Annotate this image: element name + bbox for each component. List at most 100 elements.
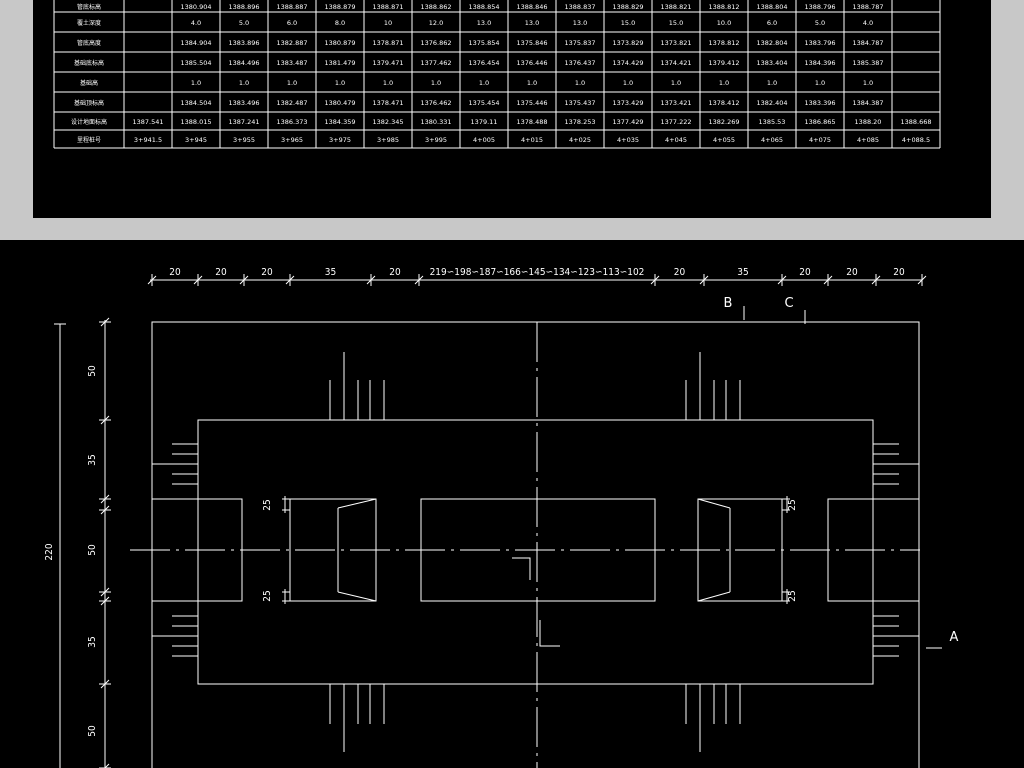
table-cell: 4+065 <box>761 136 783 144</box>
table-cell: 15.0 <box>621 19 635 27</box>
table-cell: 1379.412 <box>708 59 739 67</box>
table-cell: 4+005 <box>473 136 495 144</box>
table-row-label: 里程桩号 <box>77 136 101 144</box>
table-cell: 1380.879 <box>324 39 355 47</box>
top-dimension-label: 35 <box>325 267 336 278</box>
table-cell: 4+015 <box>521 136 543 144</box>
table-row-label: 设计地面标高 <box>71 118 107 126</box>
left-dimension-label: 25 <box>262 590 273 601</box>
table-cell: 13.0 <box>573 19 587 27</box>
table-row-label: 管底标高 <box>77 3 101 11</box>
table-cell: 1380.904 <box>180 3 211 11</box>
table-cell: 1380.331 <box>420 118 451 126</box>
table-cell: 1388.015 <box>180 118 211 126</box>
table-cell: 1375.846 <box>516 39 547 47</box>
left-dimension-label: 35 <box>87 636 98 647</box>
table-cell: 1381.479 <box>324 59 355 67</box>
table-cell: 1384.387 <box>852 99 883 107</box>
table-cell: 5.0 <box>815 19 825 27</box>
table-cell: 4+085 <box>857 136 879 144</box>
table-cell: 1378.412 <box>708 99 739 107</box>
table-cell: 1.0 <box>191 79 201 87</box>
table-cell: 1388.879 <box>324 3 355 11</box>
table-cell: 1388.20 <box>855 118 882 126</box>
table-cell: 1386.865 <box>804 118 835 126</box>
table-cell: 1375.437 <box>564 99 595 107</box>
table-cell: 5.0 <box>239 19 249 27</box>
table-cell: 4+075 <box>809 136 831 144</box>
top-dimension-ticks <box>147 274 927 286</box>
table-cell: 1375.446 <box>516 99 547 107</box>
left-dimension-label: 50 <box>87 365 98 377</box>
table-cell: 1377.222 <box>660 118 691 126</box>
top-dimension-label: 20 <box>893 267 905 278</box>
table-cell: 6.0 <box>287 19 297 27</box>
left-dimension-label: 25 <box>262 499 273 510</box>
table-cell: 1388.668 <box>900 118 931 126</box>
table-cell: 1.0 <box>527 79 537 87</box>
table-cell: 1376.437 <box>564 59 595 67</box>
table-cell: 1388.821 <box>660 3 691 11</box>
table-cell: 1382.269 <box>708 118 739 126</box>
table-cell: 1382.887 <box>276 39 307 47</box>
table-cell: 1375.854 <box>468 39 499 47</box>
table-cell: 1.0 <box>671 79 681 87</box>
table-cell: 1384.496 <box>228 59 259 67</box>
table-row-label: 基础高 <box>80 79 98 87</box>
top-dimension-label: 20 <box>169 267 181 278</box>
table-cell: 1375.454 <box>468 99 499 107</box>
table-cell: 3+975 <box>329 136 351 144</box>
table-cell: 1.0 <box>335 79 345 87</box>
table-cell: 1385.504 <box>180 59 211 67</box>
top-dimension-label: 20 <box>215 267 227 278</box>
table-cell: 1373.421 <box>660 99 691 107</box>
table-cell: 1384.904 <box>180 39 211 47</box>
table-cell: 4+035 <box>617 136 639 144</box>
table-cell: 4+055 <box>713 136 735 144</box>
table-cell: 1385.387 <box>852 59 883 67</box>
table-cell: 1388.804 <box>756 3 787 11</box>
table-cell: 1384.787 <box>852 39 883 47</box>
table-cell: 1386.373 <box>276 118 307 126</box>
table-cell: 1.0 <box>719 79 729 87</box>
table-cell: 1.0 <box>383 79 393 87</box>
table-cell: 3+945 <box>185 136 207 144</box>
table-cell: 1.0 <box>431 79 441 87</box>
table-cell: 1388.846 <box>516 3 547 11</box>
top-dimension-label: 20 <box>799 267 811 278</box>
table-cell: 1387.541 <box>132 118 163 126</box>
table-row-label: 基础底标高 <box>74 59 104 67</box>
overall-height-label: 220 <box>44 543 55 560</box>
table-grid <box>53 0 941 149</box>
table-cell: 1382.804 <box>756 39 787 47</box>
table-cell: 10 <box>384 19 392 27</box>
top-dimension-label: 20 <box>389 267 401 278</box>
table-cell: 1388.896 <box>228 3 259 11</box>
table-cell: 1.0 <box>575 79 585 87</box>
table-cell: 1384.396 <box>804 59 835 67</box>
table-cell: 1378.471 <box>372 99 403 107</box>
table-cell: 10.0 <box>717 19 731 27</box>
table-cell: 1374.421 <box>660 59 691 67</box>
table-cell: 1374.429 <box>612 59 643 67</box>
table-cell: 1.0 <box>479 79 489 87</box>
table-cell: 1.0 <box>287 79 297 87</box>
table-cell: 1378.488 <box>516 118 547 126</box>
table-cell: 1376.454 <box>468 59 499 67</box>
table-cell: 1383.796 <box>804 39 835 47</box>
table-cell: 1383.487 <box>276 59 307 67</box>
table-cell: 4+025 <box>569 136 591 144</box>
elevation-table: 管底标高覆土深度管底高度基础底标高基础高基础顶标高设计地面标高里程桩号1380.… <box>53 0 941 149</box>
table-cell: 1382.487 <box>276 99 307 107</box>
section-label-a: A <box>950 630 959 645</box>
table-cell: 1376.446 <box>516 59 547 67</box>
table-cell: 3+955 <box>233 136 255 144</box>
table-cell: 8.0 <box>335 19 345 27</box>
table-cell: 1.0 <box>767 79 777 87</box>
table-cell: 1.0 <box>815 79 825 87</box>
table-cell: 1373.429 <box>612 99 643 107</box>
table-cell: 1379.471 <box>372 59 403 67</box>
table-cell: 1382.404 <box>756 99 787 107</box>
section-label-b: B <box>724 296 733 311</box>
